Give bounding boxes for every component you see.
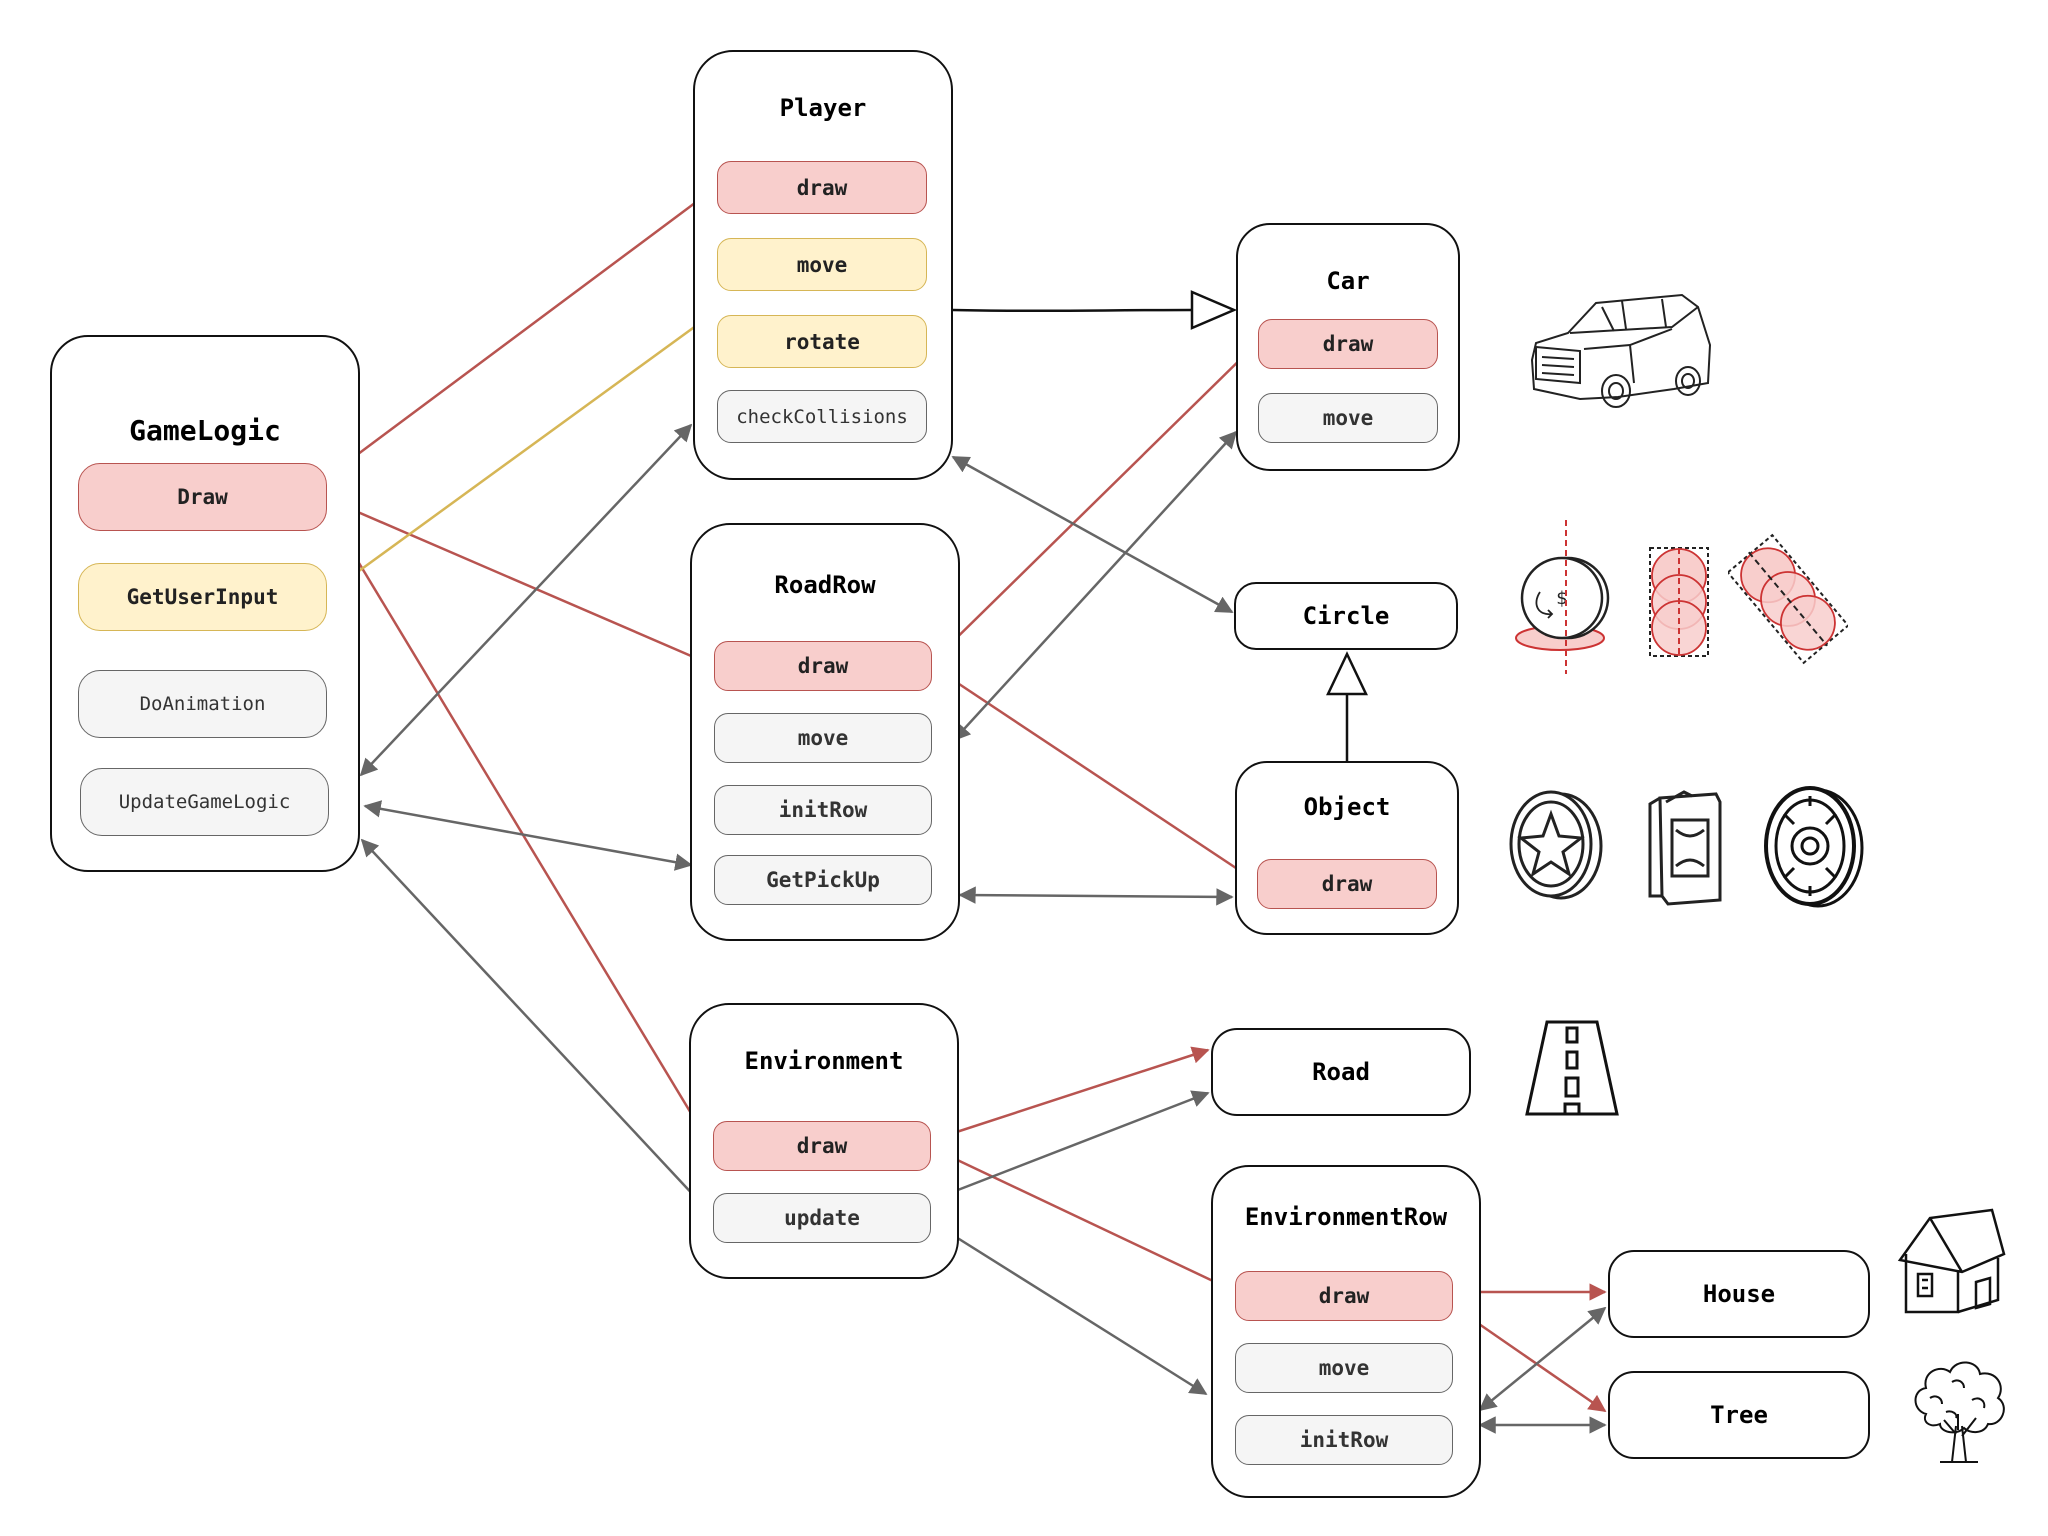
car-draw-method[interactable]: draw <box>1258 319 1438 369</box>
roadrow-initrow-method[interactable]: initRow <box>714 785 932 835</box>
rolling-coin-icon: $ <box>1515 520 1610 674</box>
road-icon <box>1525 1020 1619 1116</box>
arrow-environment-road-draw <box>930 1046 1210 1144</box>
inherit-triangle-circle <box>1326 651 1368 696</box>
circle-title: Circle <box>1302 602 1390 630</box>
environment-draw-method[interactable]: draw <box>713 1121 931 1171</box>
gamelogic-updategamelogic-method[interactable]: UpdateGameLogic <box>80 768 329 836</box>
player-draw-method[interactable]: draw <box>717 161 927 214</box>
gamelogic-title: GameLogic <box>129 414 281 447</box>
rotated-hitbox-icon <box>1728 533 1848 665</box>
arrow-envrow-house <box>1478 1306 1607 1412</box>
player-title: Player <box>779 94 867 122</box>
star-coin-icon <box>1509 790 1603 900</box>
arrow-gamelogic-roadrow-draw <box>328 498 714 667</box>
house-icon <box>1897 1208 2006 1314</box>
roadrow-title: RoadRow <box>774 571 876 599</box>
circle-class: Circle <box>1234 582 1458 650</box>
arrow-roadrow-object-draw <box>930 664 1256 882</box>
road-title: Road <box>1312 1058 1370 1086</box>
player-class: Player draw move rotate checkCollisions <box>693 50 953 480</box>
roadrow-getpickup-method[interactable]: GetPickUp <box>714 855 932 905</box>
arrow-updategamelogic-roadrow <box>363 800 693 871</box>
object-draw-method[interactable]: draw <box>1257 859 1437 909</box>
inherit-triangle-car <box>1190 290 1238 330</box>
car-move-method[interactable]: move <box>1258 393 1438 443</box>
car-class: Car draw move <box>1236 223 1460 471</box>
arrow-updategamelogic-environment <box>360 838 714 1217</box>
object-title: Object <box>1303 793 1391 821</box>
gamelogic-class: GameLogic Draw GetUserInput DoAnimation … <box>50 335 360 872</box>
house-title: House <box>1702 1280 1776 1308</box>
arrow-roadrow-car-draw <box>930 344 1256 664</box>
inherit-player-car <box>952 308 1193 313</box>
arrow-environment-envrow-draw <box>930 1146 1234 1292</box>
roadrow-class: RoadRow draw move initRow GetPickUp <box>690 523 960 941</box>
car-icon <box>1530 293 1712 408</box>
gamelogic-getuserinput-method[interactable]: GetUserInput <box>78 563 327 631</box>
gamelogic-draw-method[interactable]: Draw <box>78 463 327 531</box>
player-rotate-method[interactable]: rotate <box>717 315 927 368</box>
player-move-method[interactable]: move <box>717 238 927 291</box>
coin-dollar-sign: $ <box>1556 588 1567 609</box>
arrow-getuserinput-rotate <box>328 310 717 594</box>
environment-row-draw-method[interactable]: draw <box>1235 1271 1453 1321</box>
arrow-roadrow-object <box>958 886 1234 906</box>
object-class: Object draw <box>1235 761 1459 935</box>
roadrow-move-method[interactable]: move <box>714 713 932 763</box>
environment-row-class: EnvironmentRow draw move initRow <box>1211 1165 1481 1498</box>
arrow-gamelogic-player-draw <box>328 186 717 477</box>
environment-title: Environment <box>744 1047 904 1075</box>
house-class: House <box>1608 1250 1870 1338</box>
road-class: Road <box>1211 1028 1471 1116</box>
boost-coin-icon <box>1764 786 1864 908</box>
arrow-updategamelogic-player <box>359 423 693 777</box>
arrow-roadrow-car-move <box>952 430 1238 742</box>
player-checkcollisions-method[interactable]: checkCollisions <box>717 390 927 443</box>
tree-class: Tree <box>1608 1371 1870 1459</box>
car-title: Car <box>1326 267 1370 295</box>
environment-class: Environment draw update <box>689 1003 959 1279</box>
environment-update-method[interactable]: update <box>713 1193 931 1243</box>
environment-row-move-method[interactable]: move <box>1235 1343 1453 1393</box>
gamelogic-doanimation-method[interactable]: DoAnimation <box>78 670 327 738</box>
arrow-gamelogic-environment-draw <box>328 513 714 1150</box>
environment-row-title: EnvironmentRow <box>1244 1203 1448 1231</box>
roadrow-draw-method[interactable]: draw <box>714 641 932 691</box>
arrow-environment-road-update <box>930 1090 1210 1203</box>
environment-row-initrow-method[interactable]: initRow <box>1235 1415 1453 1465</box>
vertical-hitbox-icon <box>1649 547 1709 657</box>
tree-icon <box>1914 1361 2005 1463</box>
tree-title: Tree <box>1710 1401 1768 1429</box>
fuel-can-icon <box>1648 790 1722 906</box>
arrow-environment-envrow-update <box>930 1220 1208 1396</box>
